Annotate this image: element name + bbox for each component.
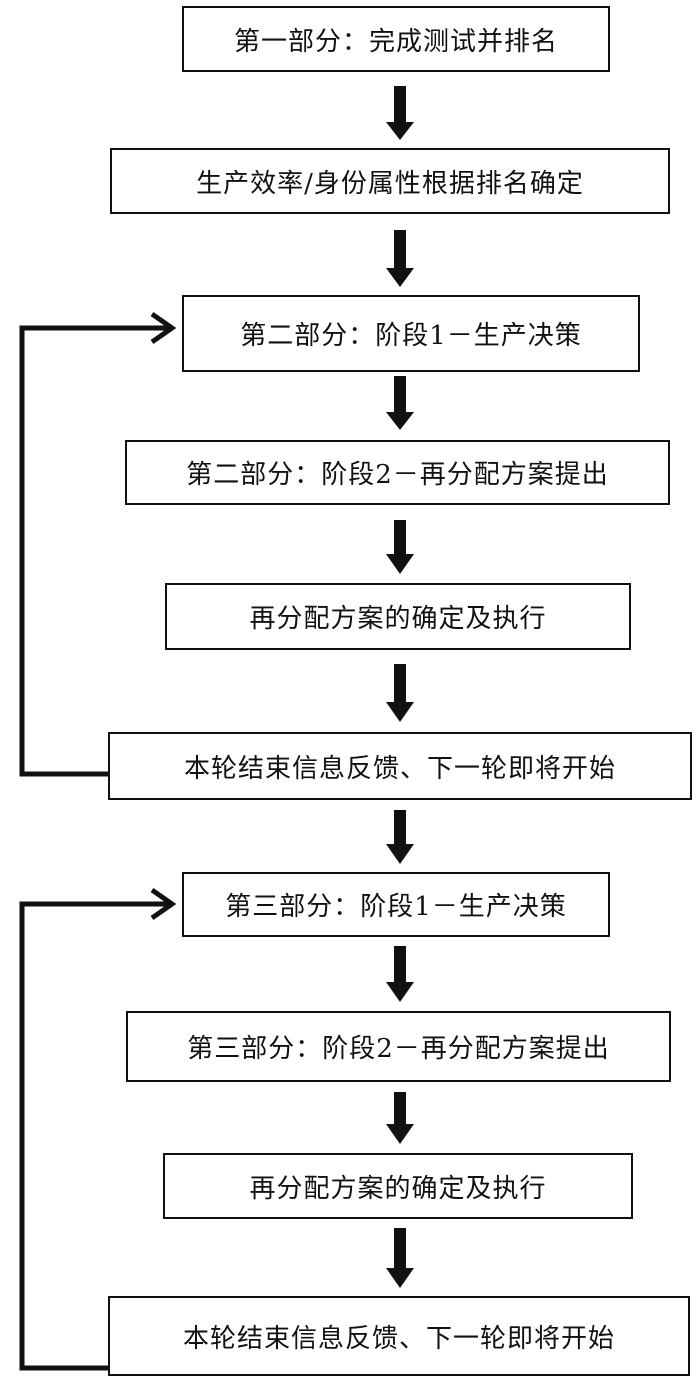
- step-6-box: 本轮结束信息反馈、下一轮即将开始: [108, 732, 692, 800]
- down-arrow-8: [386, 1092, 414, 1144]
- step-8-box: 第三部分：阶段2－再分配方案提出: [126, 1011, 671, 1082]
- step-9-box: 再分配方案的确定及执行: [163, 1153, 633, 1219]
- down-arrow-3: [386, 376, 414, 430]
- step-3-label: 第二部分：阶段1－生产决策: [240, 321, 582, 351]
- step-9-label: 再分配方案的确定及执行: [249, 1173, 547, 1204]
- down-arrow-2: [386, 230, 414, 287]
- step-5-box: 再分配方案的确定及执行: [165, 583, 631, 650]
- step-10-label: 本轮结束信息反馈、下一轮即将开始: [182, 1323, 615, 1354]
- feedback-loop-1: [19, 311, 177, 777]
- step-4-label: 第二部分：阶段2－再分配方案提出: [186, 460, 609, 490]
- step-1-box: 第一部分：完成测试并排名: [182, 6, 610, 72]
- step-10-box: 本轮结束信息反馈、下一轮即将开始: [108, 1296, 690, 1376]
- step-7-label: 第三部分：阶段1－生产决策: [225, 892, 567, 922]
- step-2-box: 生产效率/身份属性根据排名确定: [110, 148, 670, 214]
- step-2-label: 生产效率/身份属性根据排名确定: [196, 168, 584, 199]
- down-arrow-4: [386, 520, 414, 574]
- step-7-box: 第三部分：阶段1－生产决策: [182, 872, 610, 937]
- step-4-box: 第二部分：阶段2－再分配方案提出: [125, 440, 670, 505]
- step-1-label: 第一部分：完成测试并排名: [233, 26, 558, 57]
- down-arrow-9: [386, 1228, 414, 1288]
- down-arrow-5: [386, 664, 414, 722]
- down-arrow-7: [386, 946, 414, 1002]
- step-3-box: 第二部分：阶段1－生产决策: [182, 295, 640, 372]
- feedback-loop-2: [19, 887, 177, 1371]
- step-5-label: 再分配方案的确定及执行: [249, 604, 547, 634]
- down-arrow-6: [386, 810, 414, 864]
- step-6-label: 本轮结束信息反馈、下一轮即将开始: [183, 753, 616, 784]
- step-8-label: 第三部分：阶段2－再分配方案提出: [187, 1034, 610, 1064]
- down-arrow-1: [386, 86, 414, 140]
